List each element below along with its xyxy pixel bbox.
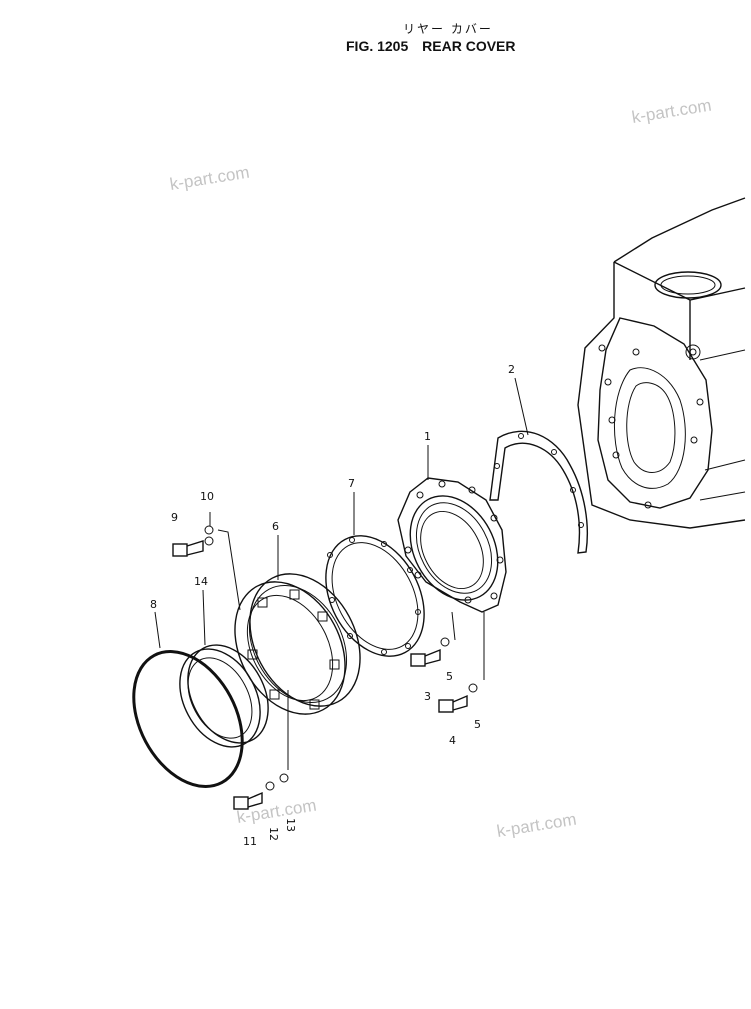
engine-block (577, 197, 746, 529)
part-8-o-ring (132, 650, 244, 788)
figure-number: FIG. 1205 (346, 38, 409, 54)
callout-13: 13 (284, 818, 297, 832)
part-2-gasket (489, 430, 589, 554)
bolt-4 (438, 683, 478, 713)
callout-1: 1 (424, 430, 431, 443)
callout-3: 3 (424, 690, 431, 703)
part-1-rear-cover (397, 477, 507, 613)
callout-10: 10 (200, 490, 214, 503)
callout-5: 5 (446, 670, 453, 683)
bolt-9 (172, 525, 214, 557)
callout-8: 8 (150, 598, 157, 611)
callout-12: 12 (267, 827, 280, 841)
callout-14: 14 (194, 575, 208, 588)
callout-2: 2 (508, 363, 515, 376)
callout-11: 11 (243, 835, 257, 848)
part-7-gasket (325, 535, 425, 657)
leader-lines (154, 377, 529, 770)
bolt-11 (233, 773, 289, 810)
callout-4: 4 (449, 734, 456, 747)
part-6-seal-housing (234, 573, 361, 715)
callout-9: 9 (171, 511, 178, 524)
figure-title: FIG. 1205 REAR COVER (346, 38, 526, 54)
callout-7: 7 (348, 477, 355, 490)
callout-labels: 1 2 3 13 4 5 5 6 7 8 9 10 11 12 14 (150, 363, 515, 848)
japanese-title: リヤー カバー (403, 22, 493, 36)
bolt-3 (410, 637, 450, 667)
figure-name: REAR COVER (422, 38, 516, 54)
callout-5b: 5 (474, 718, 481, 731)
callout-6: 6 (272, 520, 279, 533)
part-14-oil-seal (179, 644, 269, 748)
